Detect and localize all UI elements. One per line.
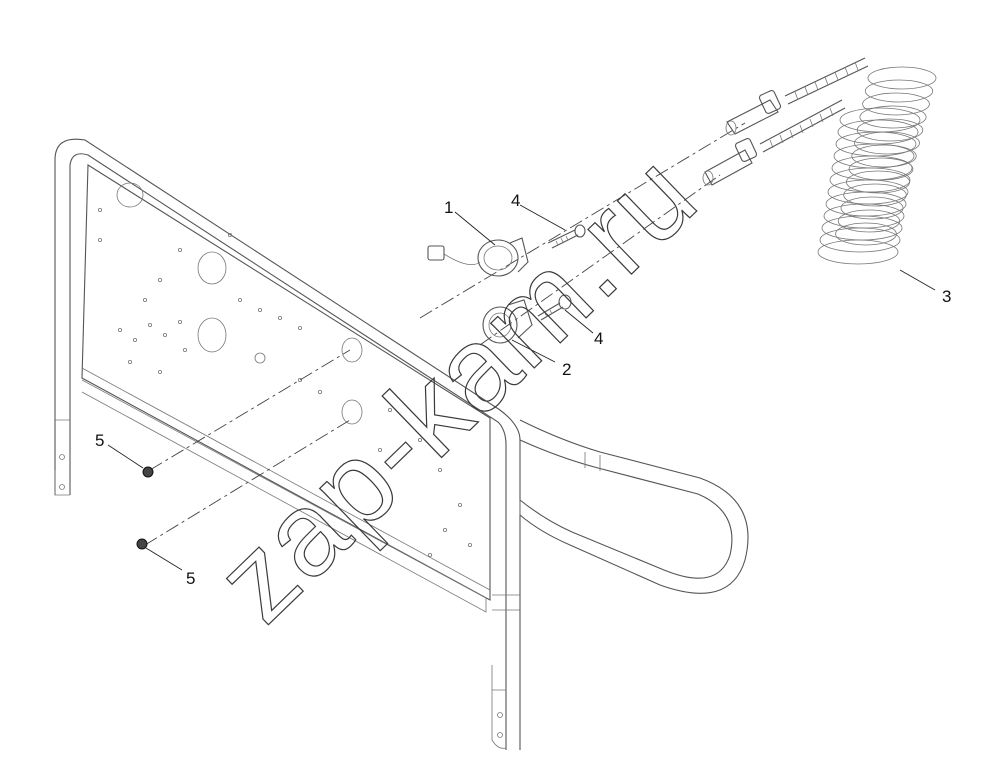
part-1-socket [427,237,529,277]
hose-coil-ring [864,79,934,103]
hose-coil-ring [867,66,937,90]
part-4-bolt-upper [547,224,586,249]
hose-coil-ring [859,105,927,129]
hose-coil-ring [837,209,901,233]
callout-4-lower: 4 [594,329,603,348]
callout-1: 1 [444,198,453,217]
watermark: zap-kam.ru [191,128,722,647]
hose-coil-ring [843,183,907,207]
callout-4-upper: 4 [511,191,520,210]
hose-coil-ring [817,239,899,265]
part-5-nut-upper [142,466,154,478]
part-4-bolt-lower [537,294,572,321]
callout-5-lower: 5 [186,569,195,588]
part-3-coiled-hose [702,57,937,265]
hose-coil-ring [819,227,901,253]
callout-3: 3 [942,287,951,306]
hose-coil-ring [840,196,904,220]
explosion-lines [144,122,746,546]
hose-coil-ring [862,92,930,116]
hose-coil-ring [846,170,911,194]
hose-coil-ring [851,144,917,168]
mounting-frame [54,138,749,750]
leader-lines [107,204,936,571]
part-5-nut-lower [136,538,148,550]
callout-5-upper: 5 [95,431,104,450]
part-2-socket [482,299,533,344]
hose-coil-ring [848,157,914,181]
callout-2: 2 [562,360,571,379]
